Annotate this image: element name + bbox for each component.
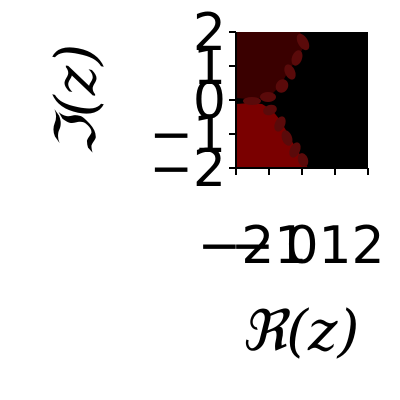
x-tick-label: 2 (351, 216, 384, 276)
x-tick-label: 0 (285, 216, 318, 276)
y-tick-label: 2 (193, 3, 226, 63)
boundary-lobe (275, 79, 289, 93)
y-tick-label: 1 (193, 37, 226, 97)
boundary-lobe (291, 50, 303, 66)
boundary-lobe (281, 130, 293, 146)
boundary-lobe (289, 142, 301, 158)
boundary-lobe (284, 64, 296, 80)
boundary-lobes (243, 33, 310, 167)
y-axis-label: ℑ(z) (44, 44, 109, 156)
x-tick-label: −1 (231, 216, 308, 276)
boundary-lobe (297, 153, 309, 167)
boundary-lobe (243, 97, 261, 105)
boundary-lobe (260, 92, 276, 102)
y-tick-label: 0 (193, 71, 226, 131)
x-tick-label: 1 (318, 216, 351, 276)
upper-left-basin (236, 32, 305, 99)
y-tick-label: −1 (149, 105, 226, 165)
x-tick-label: −2 (198, 216, 275, 276)
y-tick-label: −2 (149, 139, 226, 199)
boundary-lobe (296, 33, 310, 51)
boundary-lobe (263, 104, 277, 116)
boundary-lobe (274, 116, 286, 132)
plot-area (236, 32, 368, 168)
x-axis-label: ℜ(z) (241, 299, 360, 364)
